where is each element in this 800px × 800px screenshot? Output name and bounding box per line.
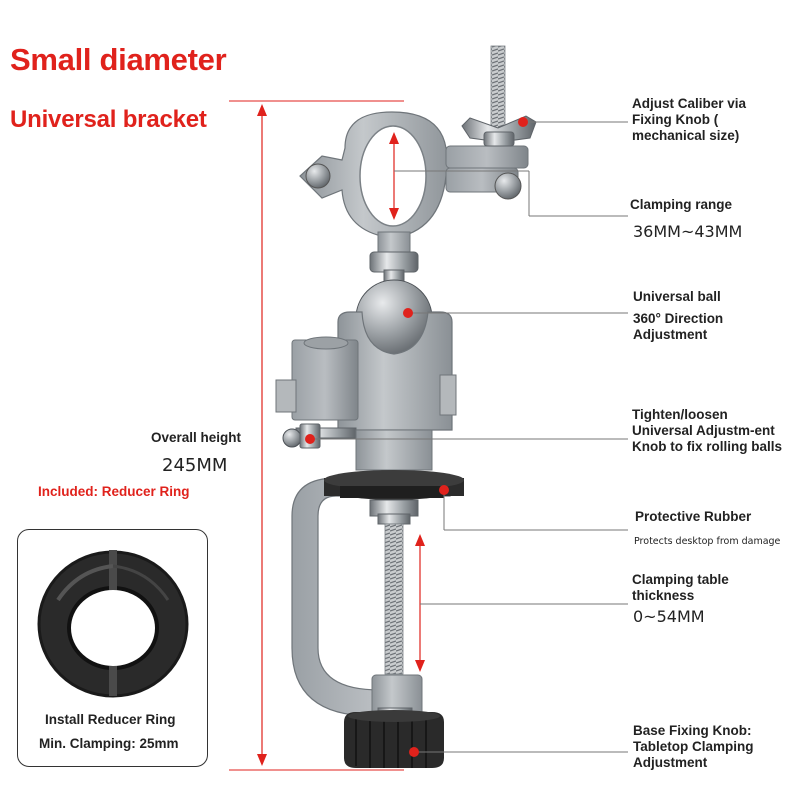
reducer-ring-image <box>37 550 189 698</box>
column <box>355 429 433 471</box>
clamp-screw <box>384 523 404 675</box>
page-title: Small diameter <box>10 42 227 77</box>
label-clamping-table: Clamping table thickness <box>632 572 729 603</box>
ring-clamp <box>299 111 529 253</box>
label-min-clamping: Min. Clamping: 25mm <box>39 736 179 751</box>
label-base-knob: Base Fixing Knob: Tabletop Clamping Adju… <box>633 723 754 770</box>
clamping-range-dimension <box>389 132 628 220</box>
label-install-reducer: Install Reducer Ring <box>45 712 176 727</box>
label-protective-rubber: Protective Rubber <box>635 509 752 524</box>
base-knob <box>344 707 444 768</box>
ring-nut <box>369 251 419 273</box>
label-tighten-loosen: Tighten/loosen Universal Adjustm-ent Kno… <box>632 407 782 454</box>
reducer-ring-panel <box>17 529 208 767</box>
label-adjust-caliber: Adjust Caliber via Fixing Knob ( mechani… <box>632 96 747 143</box>
overall-height-dimension <box>229 100 404 771</box>
value-clamping-range: 36MM~43MM <box>633 222 743 241</box>
leader-lines <box>305 117 628 757</box>
c-clamp-frame <box>291 477 451 718</box>
label-360-direction: 360° Direction Adjustment <box>633 311 724 342</box>
label-protective-rubber-sub: Protects desktop from damage <box>634 536 781 547</box>
protective-rubber <box>324 470 464 500</box>
adjust-caliber-knob <box>461 45 537 147</box>
table-thickness-dimension <box>415 534 628 672</box>
label-overall-height: Overall height <box>151 430 242 445</box>
value-overall-height: 245MM <box>162 455 228 476</box>
ball-housing <box>275 311 457 431</box>
label-included: Included: Reducer Ring <box>38 484 190 499</box>
label-clamping-range: Clamping range <box>630 197 733 212</box>
value-clamping-table: 0~54MM <box>633 607 705 626</box>
label-universal-ball: Universal ball <box>633 289 721 304</box>
page-subtitle: Universal bracket <box>10 106 207 133</box>
tighten-knob <box>282 423 357 449</box>
